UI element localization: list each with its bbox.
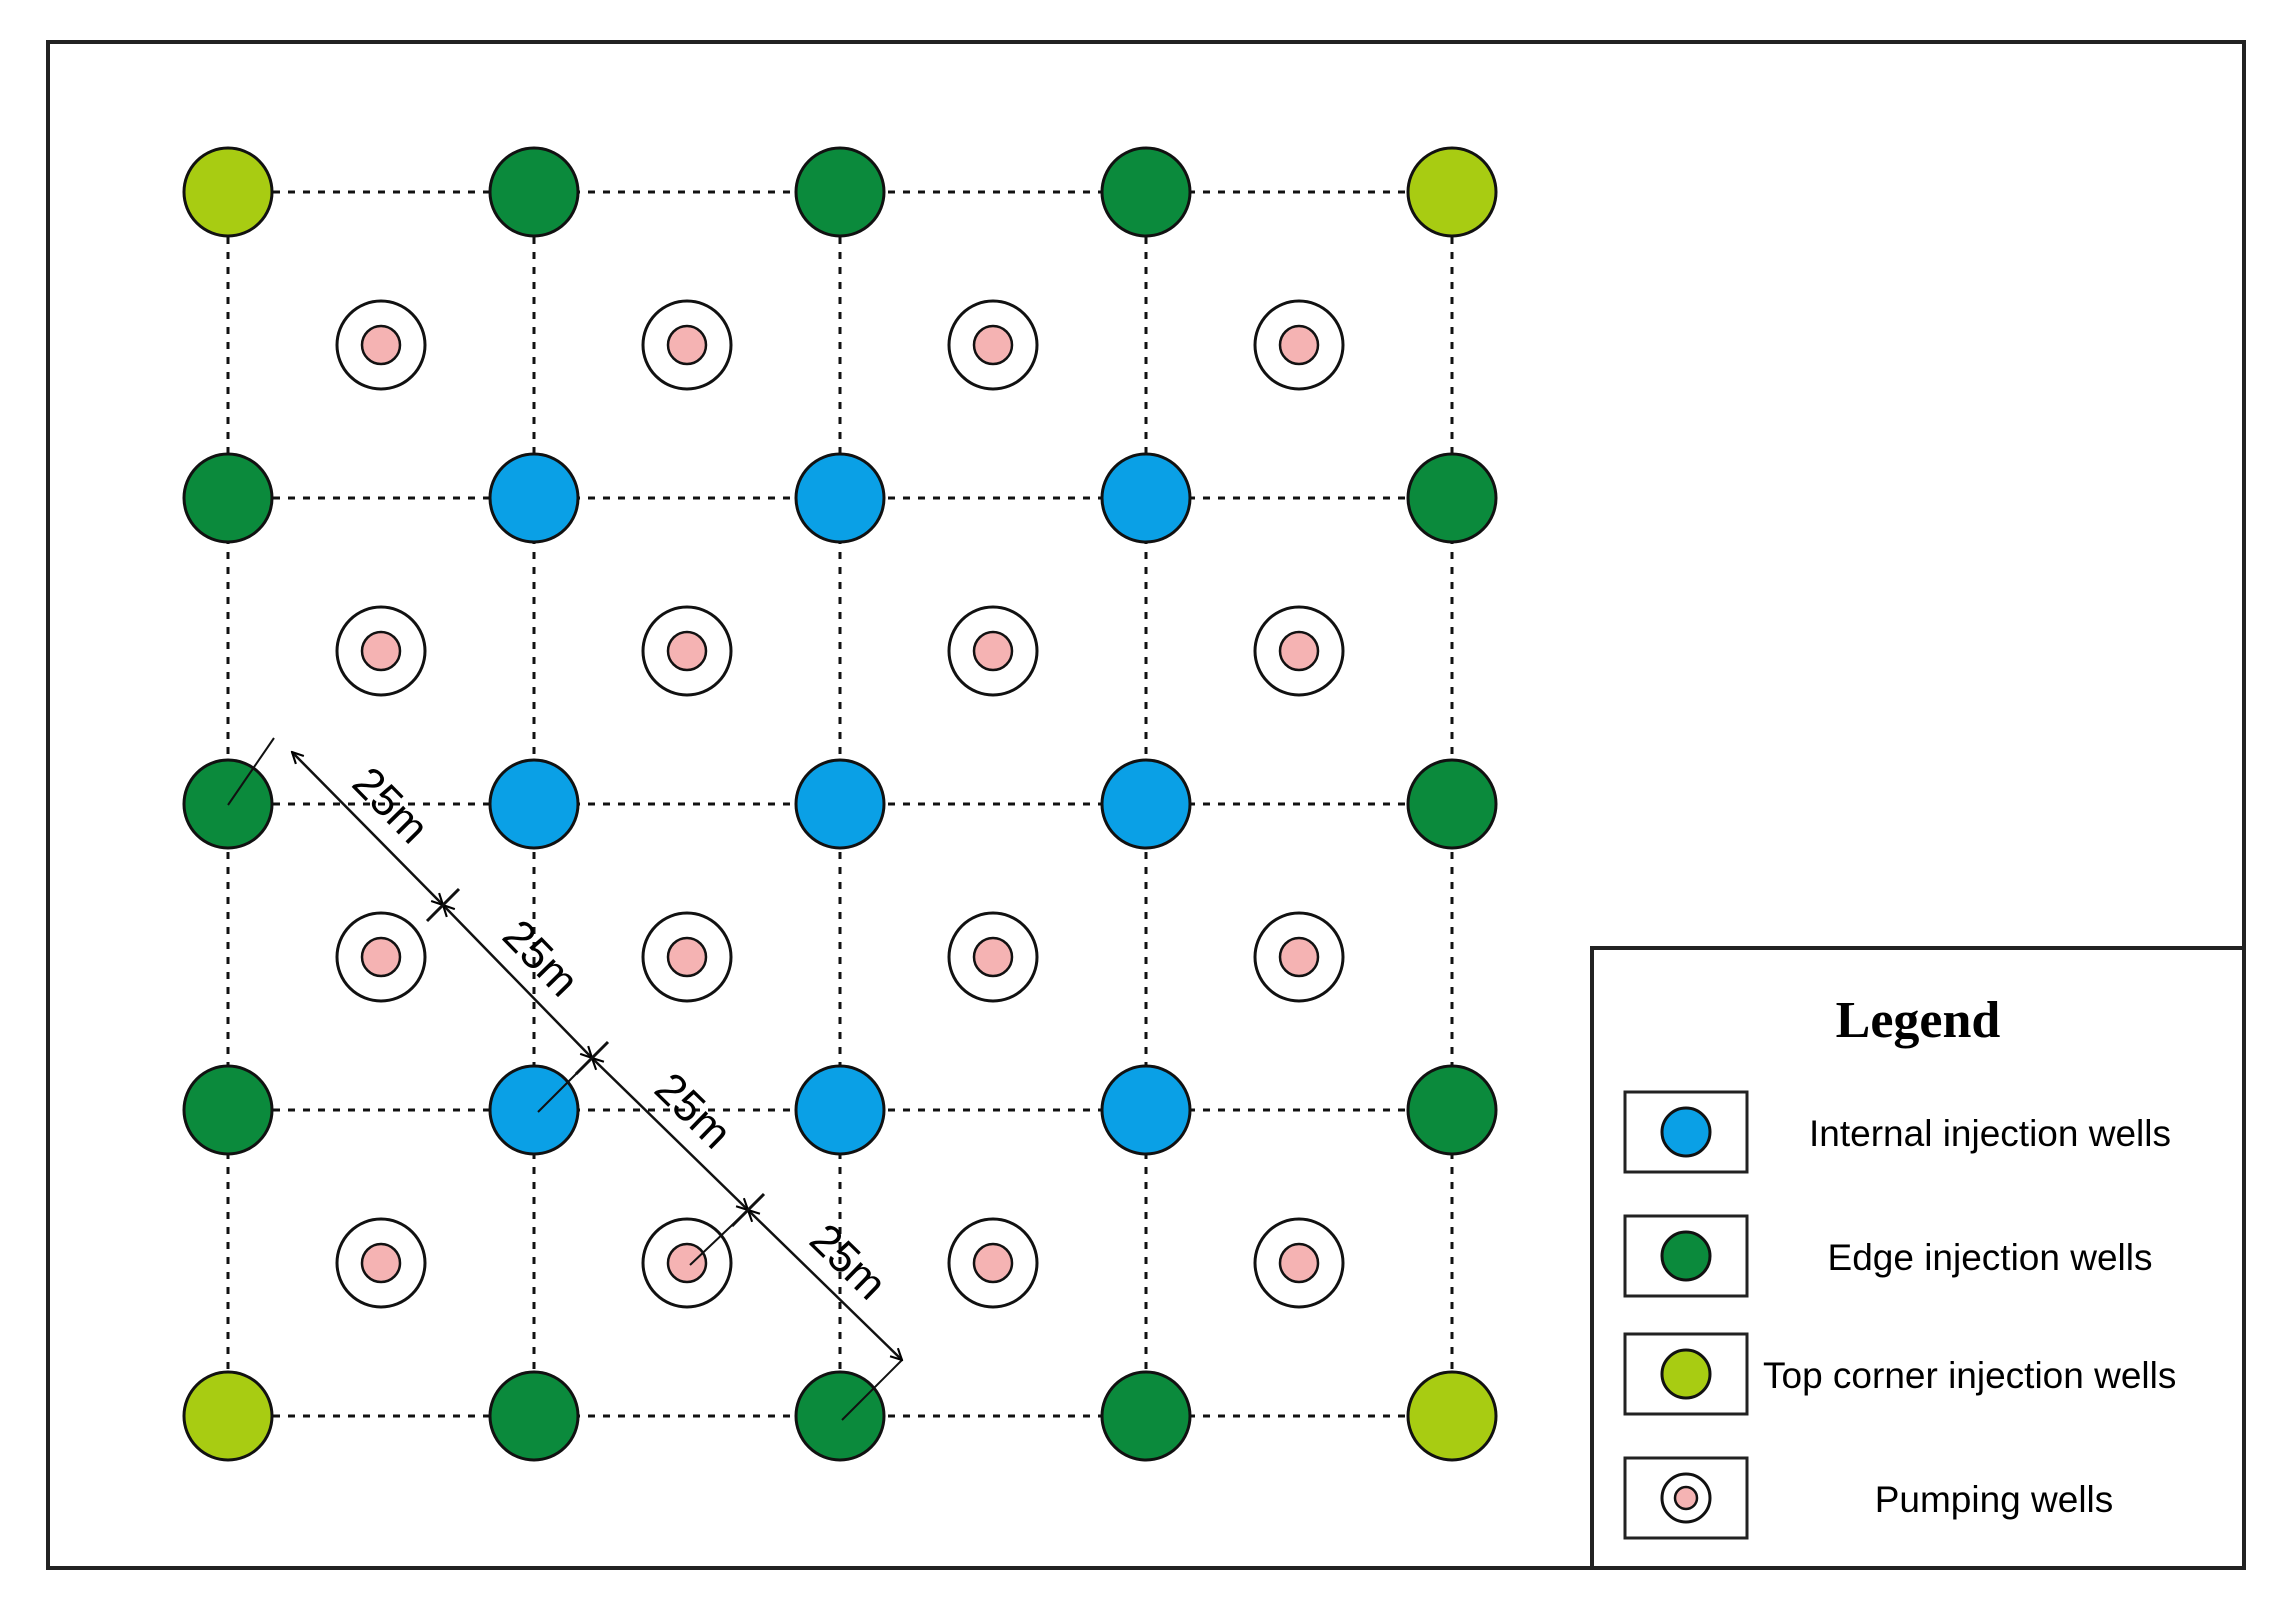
edge-injection-well-icon (1660, 1230, 1712, 1282)
pumping-well (641, 299, 733, 391)
pumping-well-core (972, 630, 1014, 672)
edge-injection-well (182, 452, 274, 544)
pumping-well-core (1278, 1242, 1320, 1284)
legend-label-internal: Internal injection wells (1809, 1113, 2171, 1154)
pumping-well (641, 911, 733, 1003)
pumping-well (947, 299, 1039, 391)
legend-label-edge: Edge injection wells (1828, 1237, 2153, 1278)
edge-injection-well (488, 1370, 580, 1462)
pumping-well-core (666, 630, 708, 672)
edge-injection-well (794, 1370, 886, 1462)
edge-injection-well (794, 146, 886, 238)
top-corner-injection-well (1406, 1370, 1498, 1462)
edge-injection-well (182, 1064, 274, 1156)
edge-injection-well (1100, 1370, 1192, 1462)
internal-injection-well (1100, 1064, 1192, 1156)
internal-injection-well (488, 1064, 580, 1156)
injection-wells (182, 146, 1498, 1462)
top-corner-injection-well (1406, 146, 1498, 238)
pumping-well (641, 1217, 733, 1309)
pumping-well (335, 1217, 427, 1309)
internal-injection-well (488, 452, 580, 544)
dimension-arrow (592, 1058, 748, 1210)
pumping-well-core (972, 324, 1014, 366)
legend-item-corner: Top corner injection wells (1623, 1332, 2176, 1416)
pumping-well (335, 911, 427, 1003)
pumping-well-core (1278, 936, 1320, 978)
legend-item-internal: Internal injection wells (1623, 1090, 2171, 1174)
edge-injection-well (1406, 452, 1498, 544)
pumping-well-core (360, 324, 402, 366)
edge-injection-well (1406, 1064, 1498, 1156)
internal-injection-well (794, 452, 886, 544)
pumping-well-core (1278, 630, 1320, 672)
pumping-well-core (360, 1242, 402, 1284)
top-corner-injection-well (182, 146, 274, 238)
dimension-arrow (443, 905, 592, 1058)
dimension-extension-line (227, 737, 275, 806)
top-corner-injection-well (182, 1370, 274, 1462)
pumping-well-core (972, 936, 1014, 978)
legend-label-corner: Top corner injection wells (1763, 1355, 2176, 1396)
pumping-well (641, 605, 733, 697)
pumping-well (947, 1217, 1039, 1309)
legend-title: Legend (1836, 992, 2001, 1049)
pumping-well-core (972, 1242, 1014, 1284)
pumping-well-core (1278, 324, 1320, 366)
pumping-well (1253, 1217, 1345, 1309)
pumping-well-core (360, 936, 402, 978)
pumping-well (335, 605, 427, 697)
pumping-well-core (666, 324, 708, 366)
dimension-tick (730, 1192, 766, 1228)
pumping-well (947, 605, 1039, 697)
legend-item-pumping: Pumping wells (1623, 1456, 2114, 1540)
internal-injection-well (1100, 452, 1192, 544)
dimension-tick (425, 887, 461, 923)
internal-injection-well-icon (1660, 1106, 1712, 1158)
pumping-well-core-icon (1673, 1485, 1699, 1511)
internal-injection-well (794, 758, 886, 850)
dimension-tick (574, 1040, 610, 1076)
legend: Legend Internal injection wells Edge inj… (1590, 946, 2246, 1570)
pumping-well (1253, 605, 1345, 697)
edge-injection-well (1406, 758, 1498, 850)
internal-injection-well (794, 1064, 886, 1156)
pumping-well-core (360, 630, 402, 672)
pumping-well (335, 299, 427, 391)
pumping-well-core (666, 1242, 708, 1284)
edge-injection-well (1100, 146, 1192, 238)
internal-injection-well (1100, 758, 1192, 850)
top-corner-injection-well-icon (1660, 1348, 1712, 1400)
dimension-extension-line (841, 1359, 903, 1421)
legend-label-pumping: Pumping wells (1875, 1479, 2114, 1520)
pumping-well (1253, 911, 1345, 1003)
pumping-wells (335, 299, 1345, 1309)
pumping-well (1253, 299, 1345, 391)
edge-injection-well (488, 146, 580, 238)
legend-item-edge: Edge injection wells (1623, 1214, 2153, 1298)
dimension-arrow (748, 1210, 902, 1360)
dimension-arrow (292, 752, 443, 905)
pumping-well-core (666, 936, 708, 978)
pumping-well (947, 911, 1039, 1003)
internal-injection-well (488, 758, 580, 850)
